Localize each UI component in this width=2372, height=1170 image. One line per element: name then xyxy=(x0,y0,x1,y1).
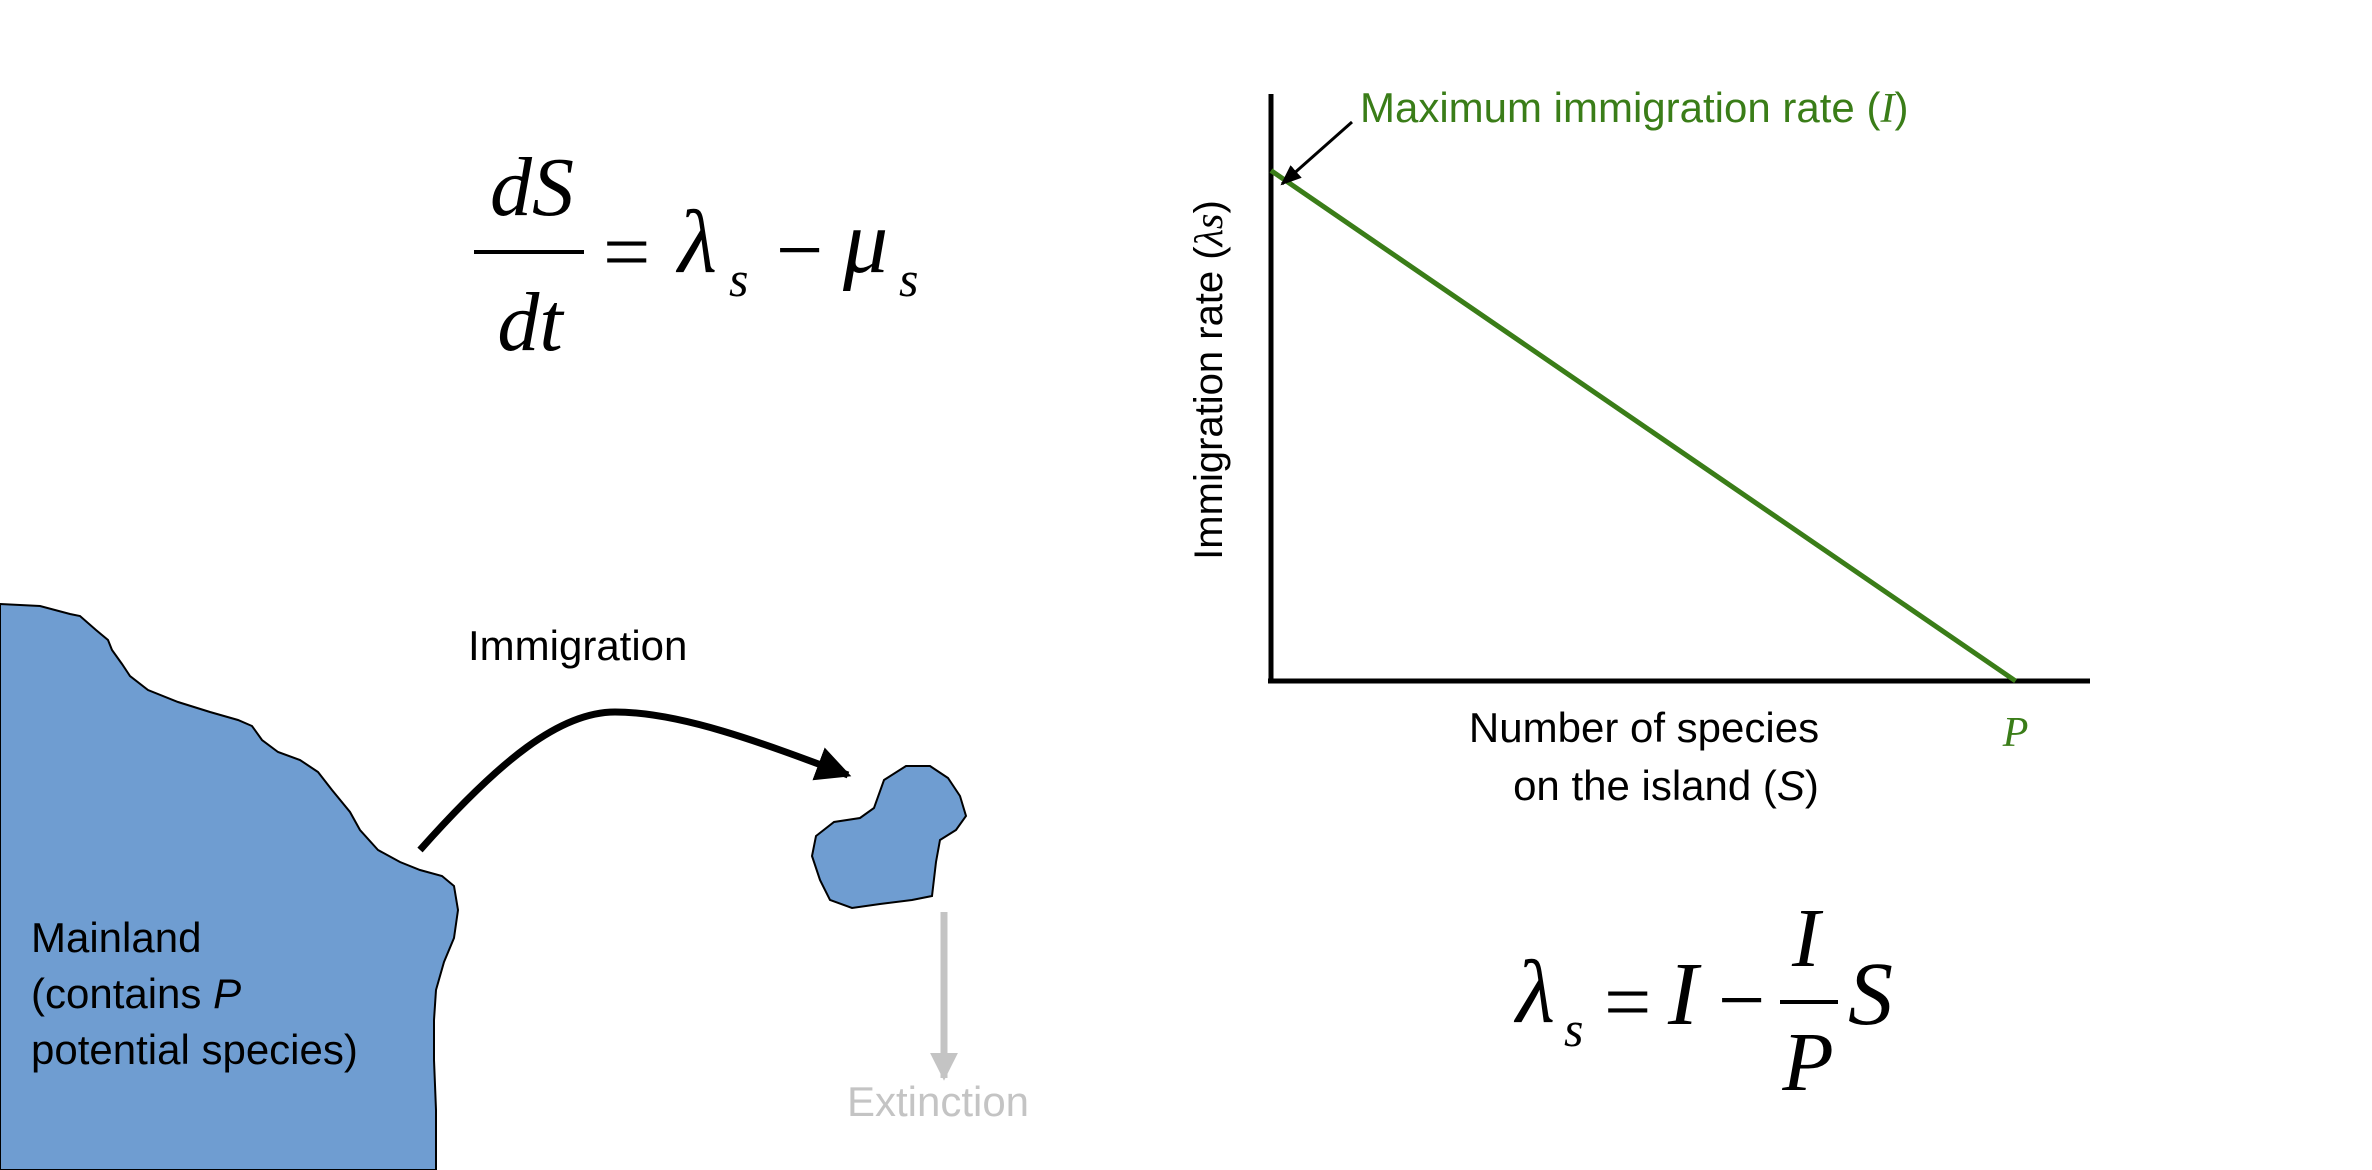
eq1-mu: μ xyxy=(842,193,888,292)
eq2-I: I xyxy=(1667,945,1702,1044)
rate-of-change-equation: dS dt = λ s − μ s xyxy=(474,141,918,369)
chart-series-group xyxy=(1269,168,2017,684)
immigration-label: Immigration xyxy=(468,622,687,669)
y-axis-label-var: λs xyxy=(1186,214,1231,248)
x-axis-label-line2: on the island (S) xyxy=(1513,762,1819,809)
max-immigration-annotation: Maximum immigration rate (I) xyxy=(1360,84,1908,132)
x-axis-label-line2-prefix: on the island ( xyxy=(1513,762,1777,809)
annotation-var: I xyxy=(1879,86,1896,132)
eq2-lambda: λ xyxy=(1513,943,1555,1042)
eq1-sub-s1: s xyxy=(729,251,748,307)
x-tick-label-p: P xyxy=(2002,710,2029,756)
eq2-frac-denominator: P xyxy=(1781,1016,1833,1109)
eq2-equals: = xyxy=(1604,956,1651,1049)
eq1-sub-s2: s xyxy=(899,251,918,307)
x-axis-label-line2-var: S xyxy=(1777,762,1805,809)
mainland-shape xyxy=(0,602,460,1170)
eq1-denominator: dt xyxy=(497,276,565,369)
extinction-label: Extinction xyxy=(847,1078,1029,1125)
y-axis-label: Immigration rate (λs) xyxy=(1186,200,1231,560)
eq2-minus: − xyxy=(1718,954,1765,1047)
y-axis-label-suffix: ) xyxy=(1187,200,1231,213)
eq1-equals: = xyxy=(603,206,650,299)
eq2-S: S xyxy=(1848,945,1893,1044)
annotation-pointer-arrow xyxy=(1280,120,1353,186)
x-axis-label-line1: Number of species xyxy=(1469,704,1819,751)
eq1-minus: − xyxy=(776,204,823,297)
eq2-frac-numerator: I xyxy=(1791,892,1824,985)
immigration-arrow xyxy=(417,708,852,853)
annotation-prefix: Maximum immigration rate ( xyxy=(1360,84,1880,131)
immigration-rate-chart: Immigration rate (λs) Number of species … xyxy=(1186,84,2090,809)
island-shape xyxy=(810,765,968,910)
eq1-numerator: dS xyxy=(490,141,574,234)
mainland-label-line1: Mainland xyxy=(31,914,201,961)
x-axis-label-line2-suffix: ) xyxy=(1805,762,1819,809)
annotation-suffix: ) xyxy=(1894,84,1908,131)
eq2-sub-s: s xyxy=(1564,1001,1583,1057)
y-axis-label-prefix: Immigration rate ( xyxy=(1187,246,1231,560)
eq1-lambda: λ xyxy=(675,193,717,292)
mainland-label-line2-prefix: (contains xyxy=(31,970,213,1017)
immigration-equation: λ s = I − I P S xyxy=(1513,892,1893,1109)
immigration-rate-line-0 xyxy=(1269,168,2017,684)
mainland-label: Mainland (contains P potential species) xyxy=(31,914,358,1073)
mainland-label-line3: potential species) xyxy=(31,1026,358,1073)
mainland-label-line2-var: P xyxy=(213,970,241,1017)
